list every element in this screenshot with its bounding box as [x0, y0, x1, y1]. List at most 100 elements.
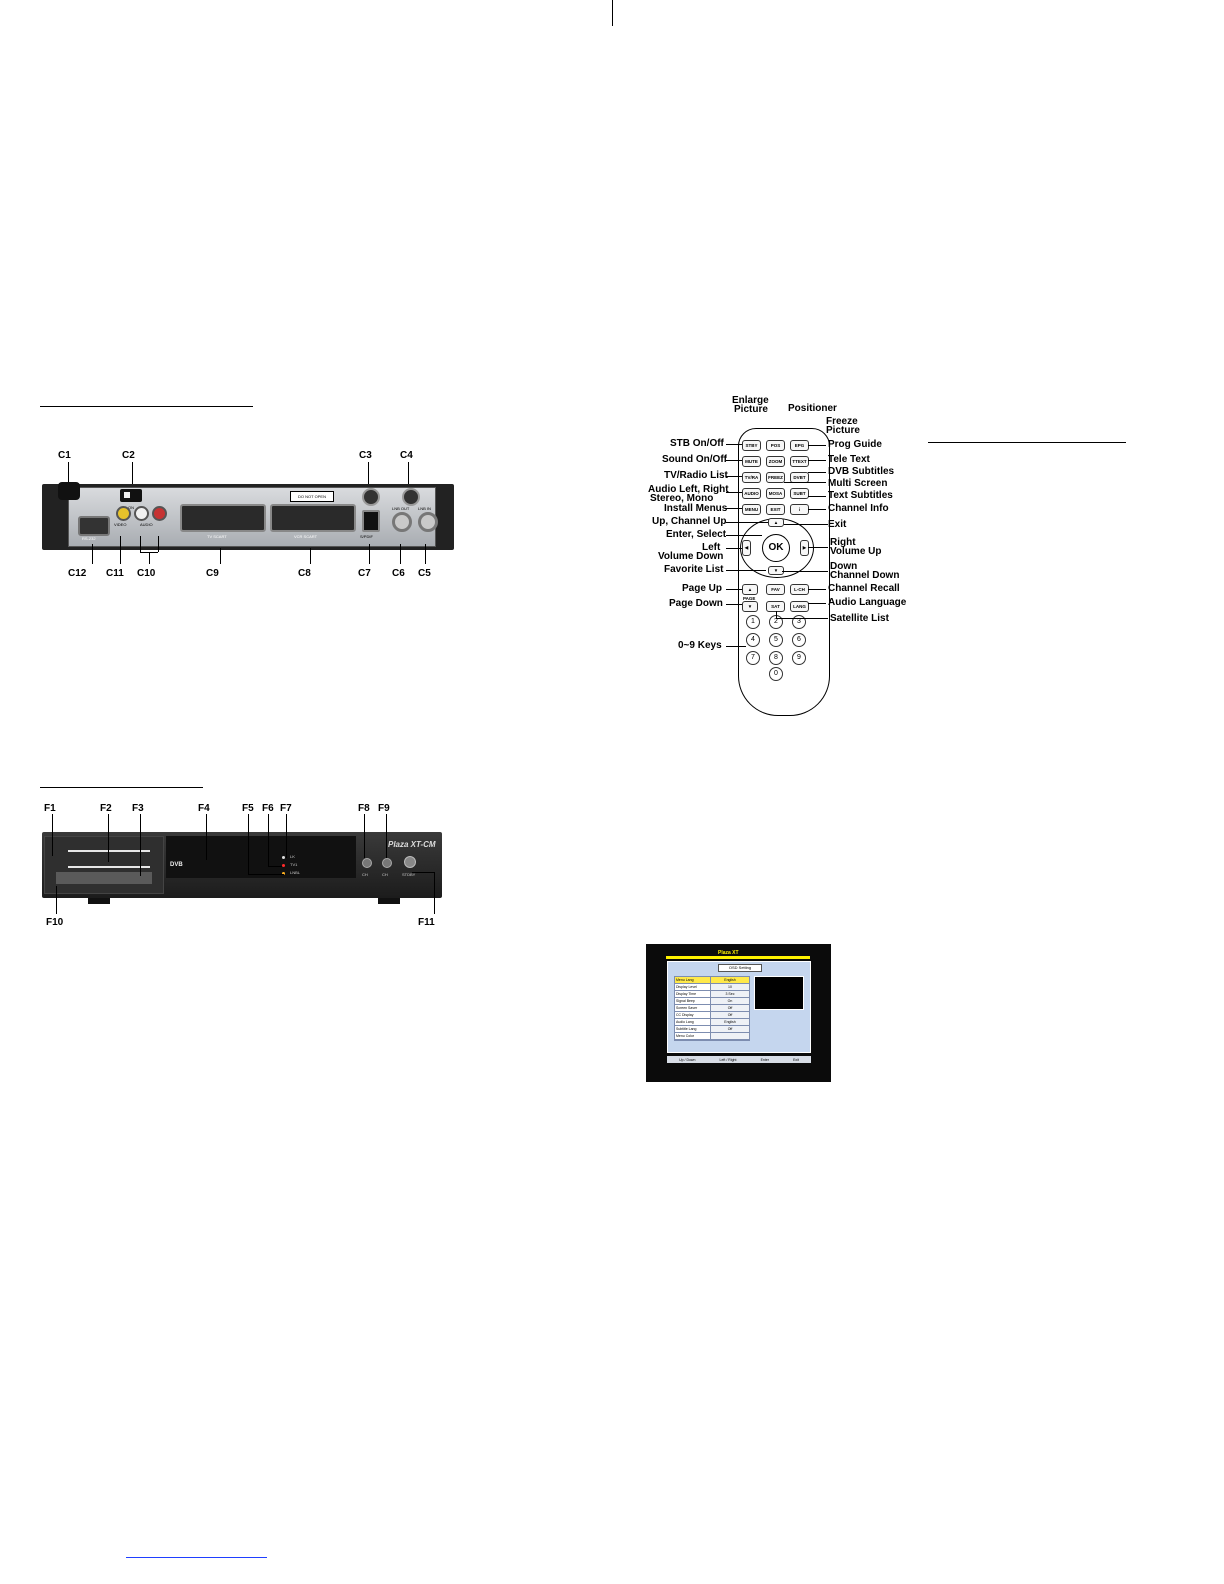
front-flap: [44, 836, 164, 894]
subt-key[interactable]: SUBT: [790, 488, 809, 499]
label-satellite-list: Satellite List: [830, 613, 889, 624]
rear-chassis: ON RS-232 VIDEO AUDIO TV SCART VCR SCART…: [42, 482, 454, 550]
label-positioner: Positioner: [788, 403, 837, 414]
left-key[interactable]: ◀: [742, 540, 751, 556]
mute-key[interactable]: MUTE: [742, 456, 761, 467]
up-key[interactable]: ▲: [768, 518, 784, 527]
channel-down-button[interactable]: [362, 858, 372, 868]
label-volume-up: Volume Up: [830, 546, 882, 557]
osd-row-menu-color[interactable]: Menu Color: [675, 1033, 749, 1040]
info-key[interactable]: i: [790, 504, 809, 515]
callout-f3: F3: [132, 803, 144, 814]
osd-title: OSD Setting: [718, 964, 762, 972]
ok-button[interactable]: OK: [762, 534, 790, 562]
stby-key[interactable]: STBY: [742, 440, 761, 451]
exit-key[interactable]: EXIT: [766, 504, 785, 515]
led-lk-label: LK: [290, 854, 295, 859]
callout-f7: F7: [280, 803, 292, 814]
num-key-7[interactable]: 7: [746, 651, 760, 665]
standby-button[interactable]: [404, 856, 416, 868]
label-dvb-subtitles: DVB Subtitles: [828, 466, 895, 477]
num-key-0[interactable]: 0: [769, 667, 783, 681]
page-label: PAGE: [743, 596, 756, 601]
callout-f8: F8: [358, 803, 370, 814]
ch-down-label: CH: [362, 872, 368, 877]
audio-rca-right: [152, 506, 167, 521]
label-stb-onoff: STB On/Off: [670, 438, 724, 449]
led-lnbl: [282, 872, 285, 875]
channel-up-button[interactable]: [382, 858, 392, 868]
ttext-key[interactable]: TTEXT: [790, 456, 809, 467]
num-key-8[interactable]: 8: [769, 651, 783, 665]
audio-label: AUDIO: [140, 522, 153, 527]
tvra-key[interactable]: TV/RA: [742, 472, 761, 483]
spdif-label: S/PDIF: [360, 534, 373, 539]
callout-f1: F1: [44, 803, 56, 814]
audio-key[interactable]: AUDIO: [742, 488, 761, 499]
callout-f6: F6: [262, 803, 274, 814]
lnb-in-port: [418, 512, 438, 532]
callout-c4: C4: [400, 450, 413, 461]
freez-key[interactable]: FREEZ: [766, 472, 785, 483]
label-right: Right: [830, 537, 856, 548]
callout-c10: C10: [137, 568, 156, 579]
label-multi-screen: Multi Screen: [828, 478, 888, 489]
label-favorite-list: Favorite List: [664, 564, 724, 575]
epg-key[interactable]: EPG: [790, 440, 809, 451]
coax-port-c4: [402, 488, 420, 506]
osd-footer-updown: Up / Down: [679, 1057, 696, 1062]
label-enlarge: Enlarge: [732, 395, 769, 406]
num-key-5[interactable]: 5: [769, 633, 783, 647]
power-switch: [120, 489, 142, 502]
lch-key[interactable]: L-CH: [790, 584, 809, 595]
front-brand: Plaza XT-CM: [388, 840, 436, 849]
rs232-port: [78, 516, 110, 536]
callout-c12: C12: [68, 568, 87, 579]
label-prog-guide: Prog Guide: [828, 439, 882, 450]
label-freeze: Freeze: [826, 416, 858, 427]
vcr-scart-label: VCR SCART: [294, 534, 318, 539]
fav-key[interactable]: FAV: [766, 584, 785, 595]
label-0-9-keys: 0~9 Keys: [678, 640, 722, 651]
label-tv-radio-list: TV/Radio List: [664, 470, 728, 481]
label-enter-select: Enter, Select: [666, 529, 727, 540]
power-cord-inlet: [58, 482, 80, 500]
dvb-logo: DVB: [170, 862, 183, 868]
pos-key[interactable]: POS: [766, 440, 785, 451]
power-on-label: ON: [128, 505, 134, 510]
sat-key[interactable]: SAT: [766, 601, 785, 612]
num-key-9[interactable]: 9: [792, 651, 806, 665]
page-fold-line: [612, 0, 613, 26]
num-key-6[interactable]: 6: [792, 633, 806, 647]
card-slot-1: [68, 850, 150, 852]
menu-key[interactable]: MENU: [742, 504, 761, 515]
footer-link-underline[interactable]: [126, 1557, 267, 1558]
video-label: VIDEO: [114, 522, 127, 527]
page-up-key[interactable]: ▲: [742, 584, 758, 595]
front-panel-heading-rule: [40, 787, 203, 788]
down-key[interactable]: ▼: [768, 566, 784, 575]
lang-key[interactable]: LANG: [790, 601, 809, 612]
led-tv1: [282, 864, 285, 867]
page-down-key[interactable]: ▼: [742, 601, 758, 612]
foot-left: [88, 898, 110, 904]
vcr-scart-port: [270, 504, 356, 532]
label-enlarge-2: Picture: [734, 404, 768, 415]
callout-f4: F4: [198, 803, 210, 814]
zoom-key[interactable]: ZOOM: [766, 456, 785, 467]
num-key-4[interactable]: 4: [746, 633, 760, 647]
num-key-1[interactable]: 1: [746, 615, 760, 629]
mosa-key[interactable]: MOSA: [766, 488, 785, 499]
right-key[interactable]: ▶: [800, 540, 809, 556]
led-lk: [282, 856, 285, 859]
